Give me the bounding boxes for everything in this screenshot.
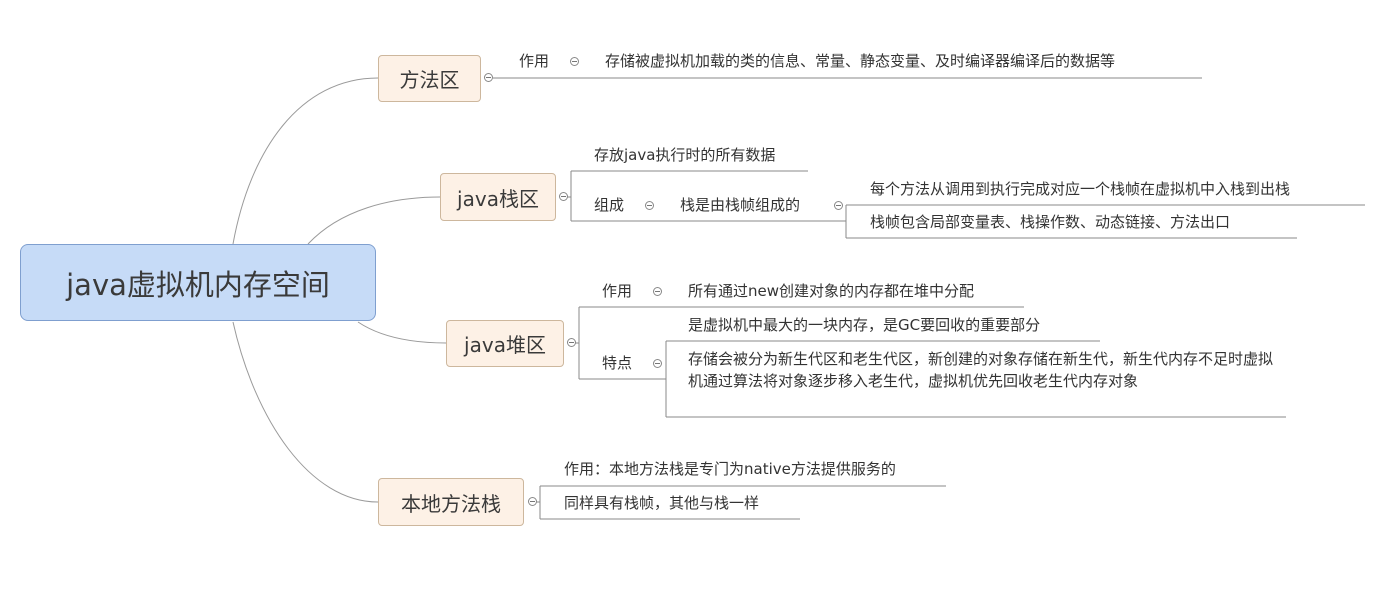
topic-native-stack[interactable]: 本地方法栈 xyxy=(378,478,524,526)
method-area-role-text: 存储被虚拟机加载的类的信息、常量、静态变量、及时编译器编译后的数据等 xyxy=(605,52,1116,70)
collapse-toggle-icon[interactable] xyxy=(559,192,568,201)
topic-java-stack-label: java栈区 xyxy=(457,186,539,211)
root-topic[interactable]: java虚拟机内存空间 xyxy=(20,244,376,321)
collapse-toggle-icon[interactable] xyxy=(528,497,537,506)
java-stack-compose-text: 栈是由栈帧组成的 xyxy=(680,196,801,214)
java-stack-compose-label: 组成 xyxy=(594,196,625,214)
topic-method-area-label: 方法区 xyxy=(399,68,460,92)
collapse-toggle-icon[interactable] xyxy=(653,359,662,368)
collapse-toggle-icon[interactable] xyxy=(653,287,662,296)
native-stack-role-text: 作用：本地方法栈是专门为native方法提供服务的 xyxy=(564,460,896,478)
collapse-toggle-icon[interactable] xyxy=(484,73,493,82)
method-area-role-label: 作用 xyxy=(519,52,550,70)
link-root-method-area xyxy=(232,77,379,245)
topic-java-stack[interactable]: java栈区 xyxy=(440,173,556,221)
java-heap-feature-label: 特点 xyxy=(602,354,633,372)
collapse-toggle-icon[interactable] xyxy=(567,338,576,347)
java-heap-feature-text-1: 是虚拟机中最大的一块内存，是GC要回收的重要部分 xyxy=(688,316,1041,334)
native-stack-frame-text: 同样具有栈帧，其他与栈一样 xyxy=(564,494,760,512)
java-heap-role-text: 所有通过new创建对象的内存都在堆中分配 xyxy=(688,282,975,300)
topic-java-heap[interactable]: java堆区 xyxy=(446,320,564,367)
java-stack-store-text: 存放java执行时的所有数据 xyxy=(594,146,776,164)
link-root-java-heap xyxy=(357,321,447,344)
collapse-toggle-icon[interactable] xyxy=(834,201,843,210)
collapse-toggle-icon[interactable] xyxy=(645,201,654,210)
link-root-native-stack xyxy=(232,321,379,503)
java-stack-frame-text-2: 栈帧包含局部变量表、栈操作数、动态链接、方法出口 xyxy=(870,213,1231,231)
link-root-java-stack xyxy=(307,196,441,245)
topic-java-heap-label: java堆区 xyxy=(464,333,546,357)
topic-native-stack-label: 本地方法栈 xyxy=(401,491,501,516)
root-topic-label: java虚拟机内存空间 xyxy=(66,267,330,302)
java-heap-role-label: 作用 xyxy=(602,282,633,300)
java-stack-frame-text-1: 每个方法从调用到执行完成对应一个栈帧在虚拟机中入栈到出栈 xyxy=(870,180,1291,198)
topic-method-area[interactable]: 方法区 xyxy=(378,55,481,102)
collapse-toggle-icon[interactable] xyxy=(570,57,579,66)
java-heap-feature-text-2: 存储会被分为新生代区和老生代区，新创建的对象存储在新生代，新生代内存不足时虚拟机… xyxy=(688,350,1274,390)
